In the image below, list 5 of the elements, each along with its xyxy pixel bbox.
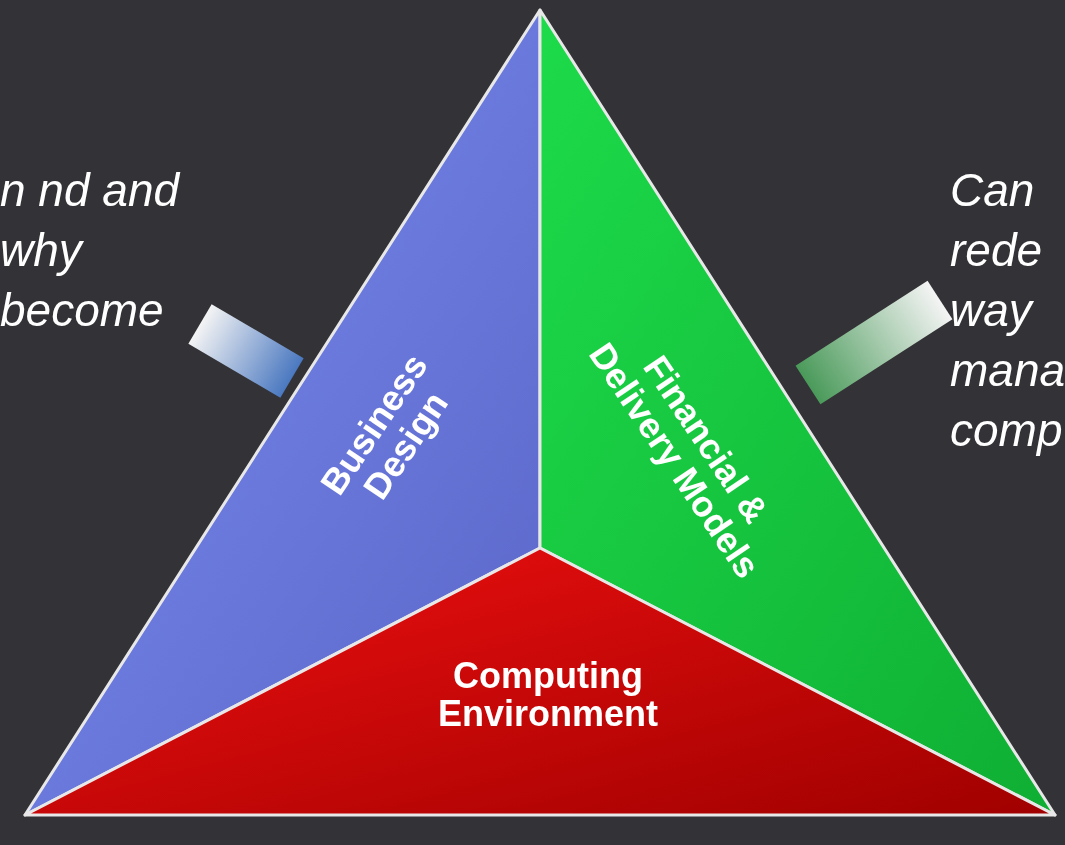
connector-band: [795, 280, 953, 405]
connector-band: [188, 304, 304, 398]
callout-text: Can rede way mana comp: [950, 160, 1065, 460]
callout-text: n nd and why become: [0, 160, 215, 340]
section-label: Computing Environment: [437, 657, 659, 733]
